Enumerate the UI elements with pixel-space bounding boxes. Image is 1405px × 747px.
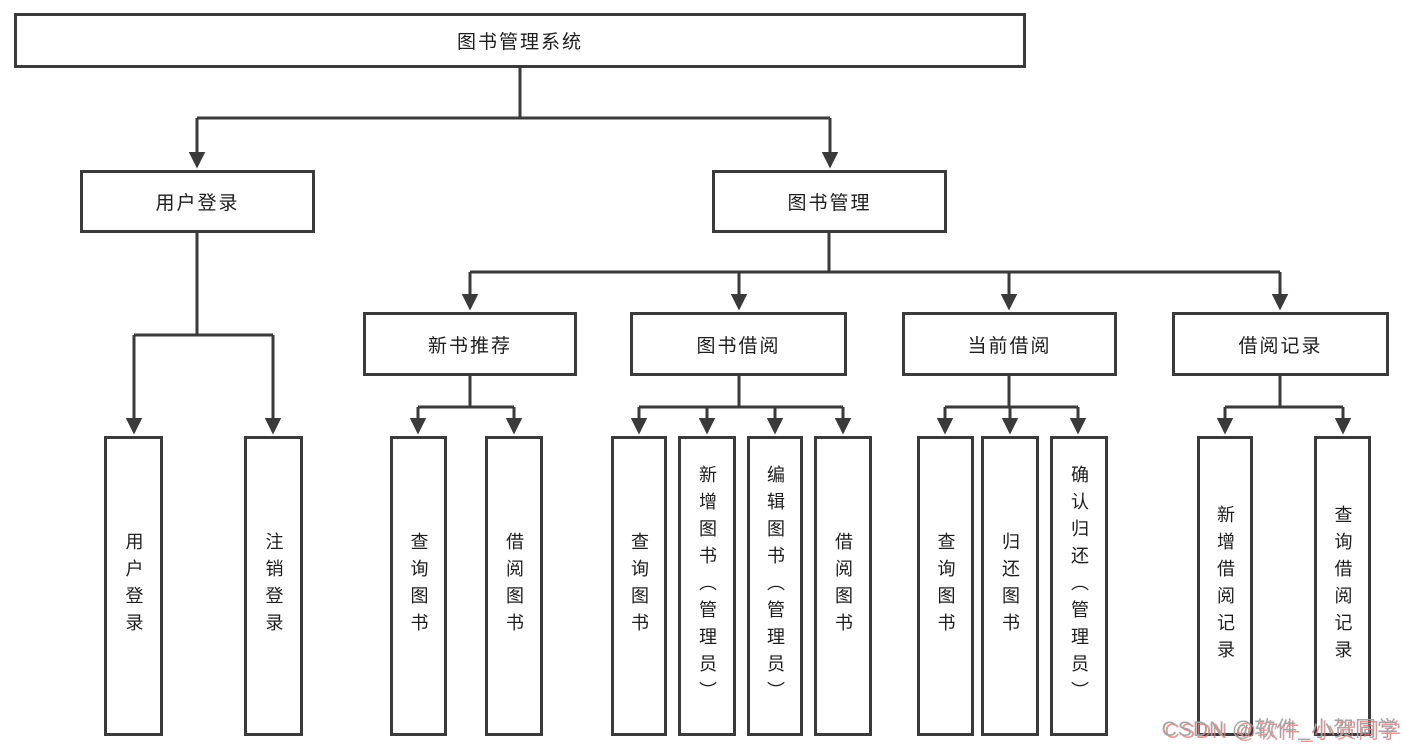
node-label: 借阅图书 bbox=[833, 532, 853, 640]
leaf-logout-login: 注销登录 bbox=[244, 436, 303, 736]
node-label: 编辑图书（管理员） bbox=[765, 464, 785, 708]
node-label: 借阅图书 bbox=[504, 532, 524, 640]
node-label: 用户登录 bbox=[155, 193, 240, 214]
node-label: 图书借阅 bbox=[696, 335, 781, 357]
leaf-borrow-books-recommend: 借阅图书 bbox=[485, 436, 543, 736]
wire-book-borrowing-children bbox=[630, 376, 852, 435]
wire-current-borrowing-children bbox=[936, 376, 1087, 435]
leaf-query-books-current: 查询图书 bbox=[917, 436, 974, 736]
node-user-login: 用户登录 bbox=[80, 170, 315, 233]
node-new-book-recommend: 新书推荐 bbox=[363, 312, 577, 376]
node-label: 图书管理 bbox=[787, 193, 872, 214]
leaf-add-books-admin: 新增图书（管理员） bbox=[678, 436, 736, 736]
node-book-borrowing: 图书借阅 bbox=[630, 312, 847, 376]
node-book-management: 图书管理 bbox=[712, 170, 947, 233]
node-label: 查询图书 bbox=[935, 532, 956, 640]
node-label: 借阅记录 bbox=[1238, 335, 1323, 357]
node-label: 注销登录 bbox=[263, 532, 284, 640]
leaf-return-books: 归还图书 bbox=[981, 436, 1039, 736]
watermark: CSDN @软件_小贺同学 bbox=[1161, 718, 1399, 741]
node-label: 新书推荐 bbox=[427, 335, 512, 357]
node-label: 用户登录 bbox=[123, 532, 144, 640]
leaf-user-login: 用户登录 bbox=[104, 436, 163, 736]
leaf-borrow-books: 借阅图书 bbox=[814, 436, 872, 736]
node-label: 查询借阅记录 bbox=[1332, 505, 1353, 667]
node-borrowing-records: 借阅记录 bbox=[1172, 312, 1389, 376]
wire-user-login-children bbox=[125, 233, 282, 435]
wire-root-to-level2 bbox=[188, 66, 839, 169]
wire-borrowing-records-children bbox=[1216, 376, 1352, 435]
node-label: 确认归还（管理员） bbox=[1069, 464, 1089, 708]
node-label: 当前借阅 bbox=[967, 335, 1052, 357]
leaf-confirm-return-admin: 确认归还（管理员） bbox=[1050, 436, 1108, 736]
leaf-query-books-borrowing: 查询图书 bbox=[611, 436, 667, 736]
node-label: 归还图书 bbox=[1000, 532, 1020, 640]
node-label: 查询图书 bbox=[629, 532, 649, 640]
leaf-query-books-recommend: 查询图书 bbox=[390, 436, 447, 736]
wire-book-management-children bbox=[461, 233, 1289, 311]
leaf-query-borrow-record: 查询借阅记录 bbox=[1314, 436, 1371, 736]
leaf-add-borrow-record: 新增借阅记录 bbox=[1197, 436, 1253, 736]
node-label: 查询图书 bbox=[408, 532, 429, 640]
wire-new-book-recommend-children bbox=[409, 376, 523, 435]
leaf-edit-books-admin: 编辑图书（管理员） bbox=[747, 436, 803, 736]
node-label: 新增图书（管理员） bbox=[697, 464, 717, 708]
node-label: 新增借阅记录 bbox=[1215, 505, 1235, 667]
node-label: 图书管理系统 bbox=[456, 32, 583, 53]
node-library-management-system: 图书管理系统 bbox=[14, 13, 1026, 68]
node-current-borrowing: 当前借阅 bbox=[902, 312, 1117, 376]
